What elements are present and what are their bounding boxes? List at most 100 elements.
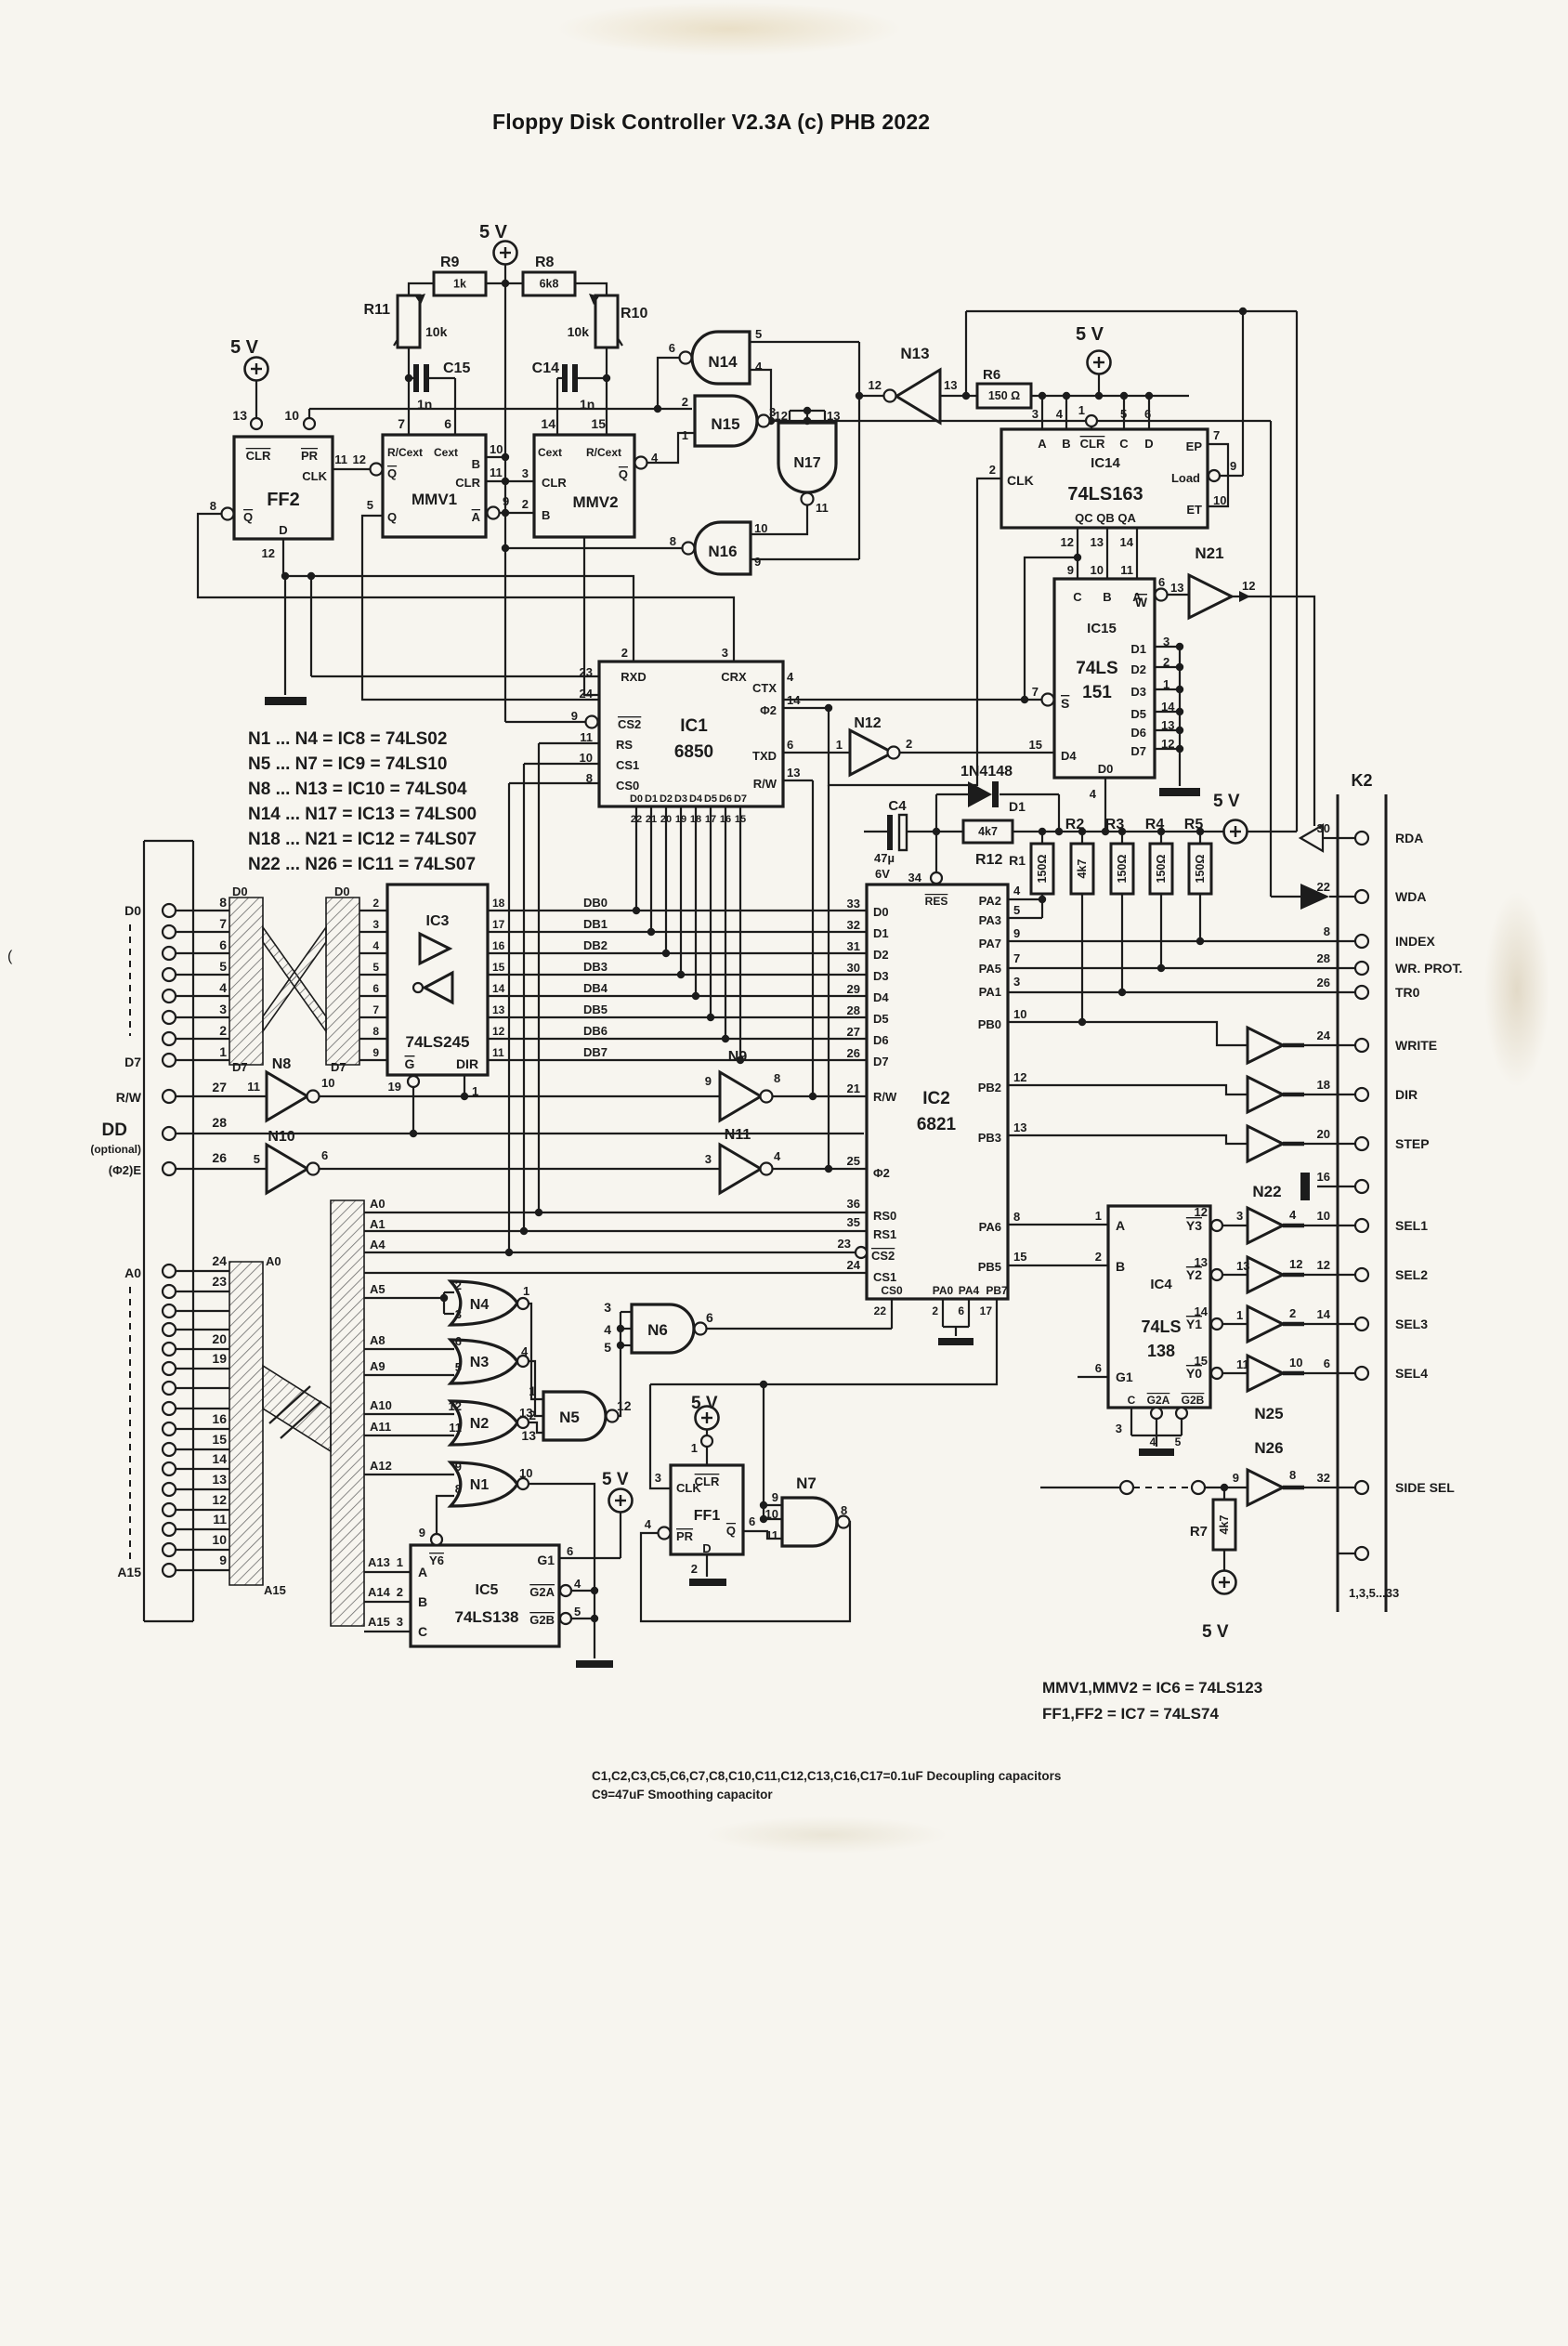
text-label: R1 (1009, 853, 1026, 868)
text-label: 9 (1013, 926, 1020, 940)
text-label: 1 (1236, 1308, 1243, 1322)
text-label: D3 (1130, 685, 1146, 699)
text-label: D0 (1098, 762, 1114, 776)
text-label: 12 (353, 452, 366, 466)
text-label: 18 (492, 897, 505, 910)
text-label: 3 (219, 1002, 227, 1016)
text-label: 13 (1161, 718, 1174, 732)
text-label: 22 (631, 814, 642, 825)
nor-gate-icon (447, 1279, 519, 1327)
text-label: 10 (754, 521, 767, 535)
k2-signal-label: SEL4 (1395, 1366, 1428, 1381)
wire (529, 1421, 543, 1435)
text-label: N1 (470, 1477, 490, 1493)
junction-dot (706, 1013, 715, 1022)
bus-hatch (262, 924, 327, 1034)
text-label: 4 (1056, 407, 1064, 421)
pin-circle (516, 1354, 530, 1369)
junction-dot (1054, 827, 1064, 836)
connector-pin (161, 1562, 177, 1579)
text-label: DB1 (583, 917, 608, 931)
text-label: 13 (1091, 535, 1104, 549)
text-label: 74LS (1076, 659, 1117, 678)
legend-line: N14 ... N17 = IC13 = 74LS00 (248, 805, 477, 824)
text-label: 2 (691, 1562, 698, 1576)
buffer-gate-icon (1246, 1353, 1287, 1394)
text-label: 1 (523, 1284, 529, 1298)
text-label: 6850 (674, 742, 713, 762)
text-label: 1n (580, 397, 595, 412)
text-label: 8 (1289, 1468, 1296, 1482)
junction-dot (1238, 307, 1248, 316)
text-label: C14 (532, 360, 559, 376)
text-label: 15 (492, 961, 505, 974)
k2-pin-number: 16 (1317, 1170, 1330, 1184)
text-label: 24 (847, 1258, 861, 1272)
text-label: A (472, 510, 481, 524)
text-label: 5 (1013, 903, 1020, 917)
text-label: 4 (645, 1517, 652, 1531)
resistor-icon (961, 819, 1014, 845)
text-label: 15 (1013, 1250, 1026, 1264)
junction-dot (824, 1164, 833, 1173)
text-label: 7 (1213, 428, 1220, 442)
text-label: PR (676, 1529, 694, 1543)
text-label: IC15 (1087, 621, 1117, 636)
text-label: B (418, 1594, 427, 1609)
text-label: PB5 (978, 1260, 1001, 1274)
junction-dot (824, 703, 833, 713)
pin-circle (1118, 1479, 1135, 1496)
junction-dot (590, 1586, 599, 1595)
pin-circle (634, 455, 648, 470)
text-label: 1 (219, 1044, 227, 1059)
connector-pin (161, 1030, 177, 1047)
text-label: IC3 (426, 913, 450, 929)
text-label: 8 (372, 1025, 379, 1038)
text-label: D5 (1130, 707, 1146, 721)
resistor-value: 1k (453, 278, 466, 291)
text-label: ( (7, 949, 13, 964)
legend-line: N1 ... N4 = IC8 = 74LS02 (248, 729, 447, 749)
resistor-icon (1148, 842, 1174, 896)
text-label: 4 (1013, 884, 1021, 898)
connector-pin (161, 1341, 177, 1357)
text-label: 18 (690, 814, 701, 825)
text-label: B (1103, 590, 1111, 604)
text-label: 12 (212, 1492, 227, 1507)
pin-circle (759, 1161, 774, 1176)
text-label: 10 (1091, 563, 1104, 577)
junction-dot (1156, 827, 1166, 836)
text-label: C (1119, 437, 1129, 451)
text-label: 9 (372, 1046, 379, 1059)
junction-dot (1196, 937, 1205, 946)
buffer-gate-icon (1187, 572, 1235, 621)
text-label: PA7 (979, 937, 1001, 950)
junction-dot (653, 404, 662, 413)
junction-dot (501, 508, 510, 518)
text-label: R3 (1105, 817, 1125, 832)
text-label: 138 (1147, 1342, 1175, 1360)
text-label: 12 (1061, 535, 1074, 549)
legend-line: N18 ... N21 = IC12 = 74LS07 (248, 830, 477, 849)
text-label: A15 (117, 1565, 141, 1579)
text-label: N17 (793, 455, 820, 471)
k2-signal-label: WR. PROT. (1395, 961, 1462, 976)
text-label: 12 (869, 378, 882, 392)
text-label: 6 (372, 982, 379, 995)
text-label: 15 (1195, 1354, 1208, 1368)
text-label: Q (619, 467, 628, 481)
text-label: 1 (691, 1441, 698, 1455)
wire (196, 512, 736, 662)
text-label: N10 (268, 1129, 294, 1145)
text-label: 10 (765, 1507, 778, 1521)
capacitor-plate (1300, 1173, 1310, 1200)
wire (750, 368, 773, 421)
pin-circle (584, 714, 599, 729)
k2-pin-number: 26 (1317, 976, 1330, 990)
text-label: EP (1186, 439, 1203, 453)
text-label: 6 (669, 341, 675, 355)
text-label: 5 V (230, 337, 259, 358)
capacitor-plate (992, 781, 999, 807)
text-label: PB0 (978, 1017, 1001, 1031)
text-label: CS2 (871, 1249, 895, 1263)
